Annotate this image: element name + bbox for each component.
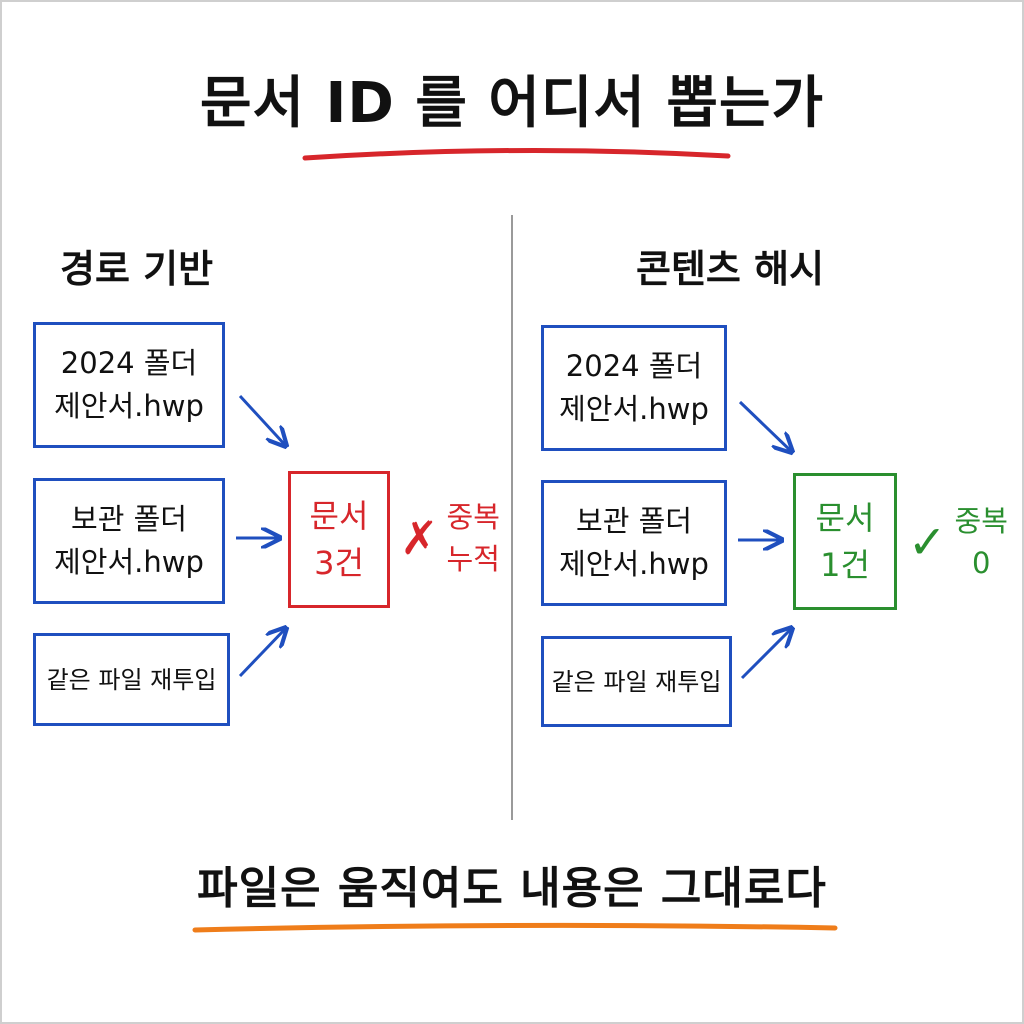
arrow-right-1 xyxy=(738,400,792,452)
left-input-2024-folder: 2024 폴더 제안서.hwp xyxy=(33,322,225,448)
verdict-line1: 중복 xyxy=(954,504,1008,538)
left-verdict: ✗ 중복 누적 xyxy=(400,496,500,580)
result-count: 3건 xyxy=(314,543,364,582)
cross-icon: ✗ xyxy=(400,511,439,566)
input-file-label: 제안서.hwp xyxy=(54,545,204,579)
diagram-footer: 파일은 움직여도 내용은 그대로다 xyxy=(197,863,827,914)
right-heading: 콘텐츠 해시 xyxy=(636,247,825,291)
input-folder-label: 2024 폴더 xyxy=(565,348,703,383)
left-input-reinsert: 같은 파일 재투입 xyxy=(33,633,230,726)
left-heading: 경로 기반 xyxy=(60,247,214,291)
arrow-right-3 xyxy=(740,628,792,680)
left-result-box: 문서 3건 xyxy=(288,471,390,608)
footer-underline xyxy=(192,922,838,933)
diagram-title: 문서 ID 를 어디서 뽑는가 xyxy=(200,71,824,136)
check-icon: ✓ xyxy=(908,515,947,570)
left-input-archive-folder: 보관 폴더 제안서.hwp xyxy=(33,478,225,604)
arrow-left-3 xyxy=(238,628,286,678)
input-folder-label: 보관 폴더 xyxy=(71,501,187,536)
verdict-line2: 0 xyxy=(972,546,991,581)
right-result-box: 문서 1건 xyxy=(793,473,897,610)
right-input-2024-folder: 2024 폴더 제안서.hwp xyxy=(541,325,727,451)
input-file-label: 제안서.hwp xyxy=(559,547,709,581)
result-count: 1건 xyxy=(820,545,870,584)
input-reinsert-label: 같은 파일 재투입 xyxy=(551,667,722,696)
verdict-line2: 누적 xyxy=(446,542,500,577)
input-folder-label: 2024 폴더 xyxy=(60,345,198,380)
input-file-label: 제안서.hwp xyxy=(559,392,709,426)
arrow-left-1 xyxy=(238,394,286,446)
result-label: 문서 xyxy=(815,499,875,538)
input-file-label: 제안서.hwp xyxy=(54,389,204,423)
input-reinsert-label: 같은 파일 재투입 xyxy=(46,665,217,694)
right-input-archive-folder: 보관 폴더 제안서.hwp xyxy=(541,480,727,606)
input-folder-label: 보관 폴더 xyxy=(576,503,692,538)
result-label: 문서 xyxy=(309,497,369,536)
right-input-reinsert: 같은 파일 재투입 xyxy=(541,636,732,727)
title-underline xyxy=(302,147,731,161)
verdict-line1: 중복 xyxy=(446,500,500,534)
right-verdict: ✓ 중복 0 xyxy=(908,500,1008,584)
